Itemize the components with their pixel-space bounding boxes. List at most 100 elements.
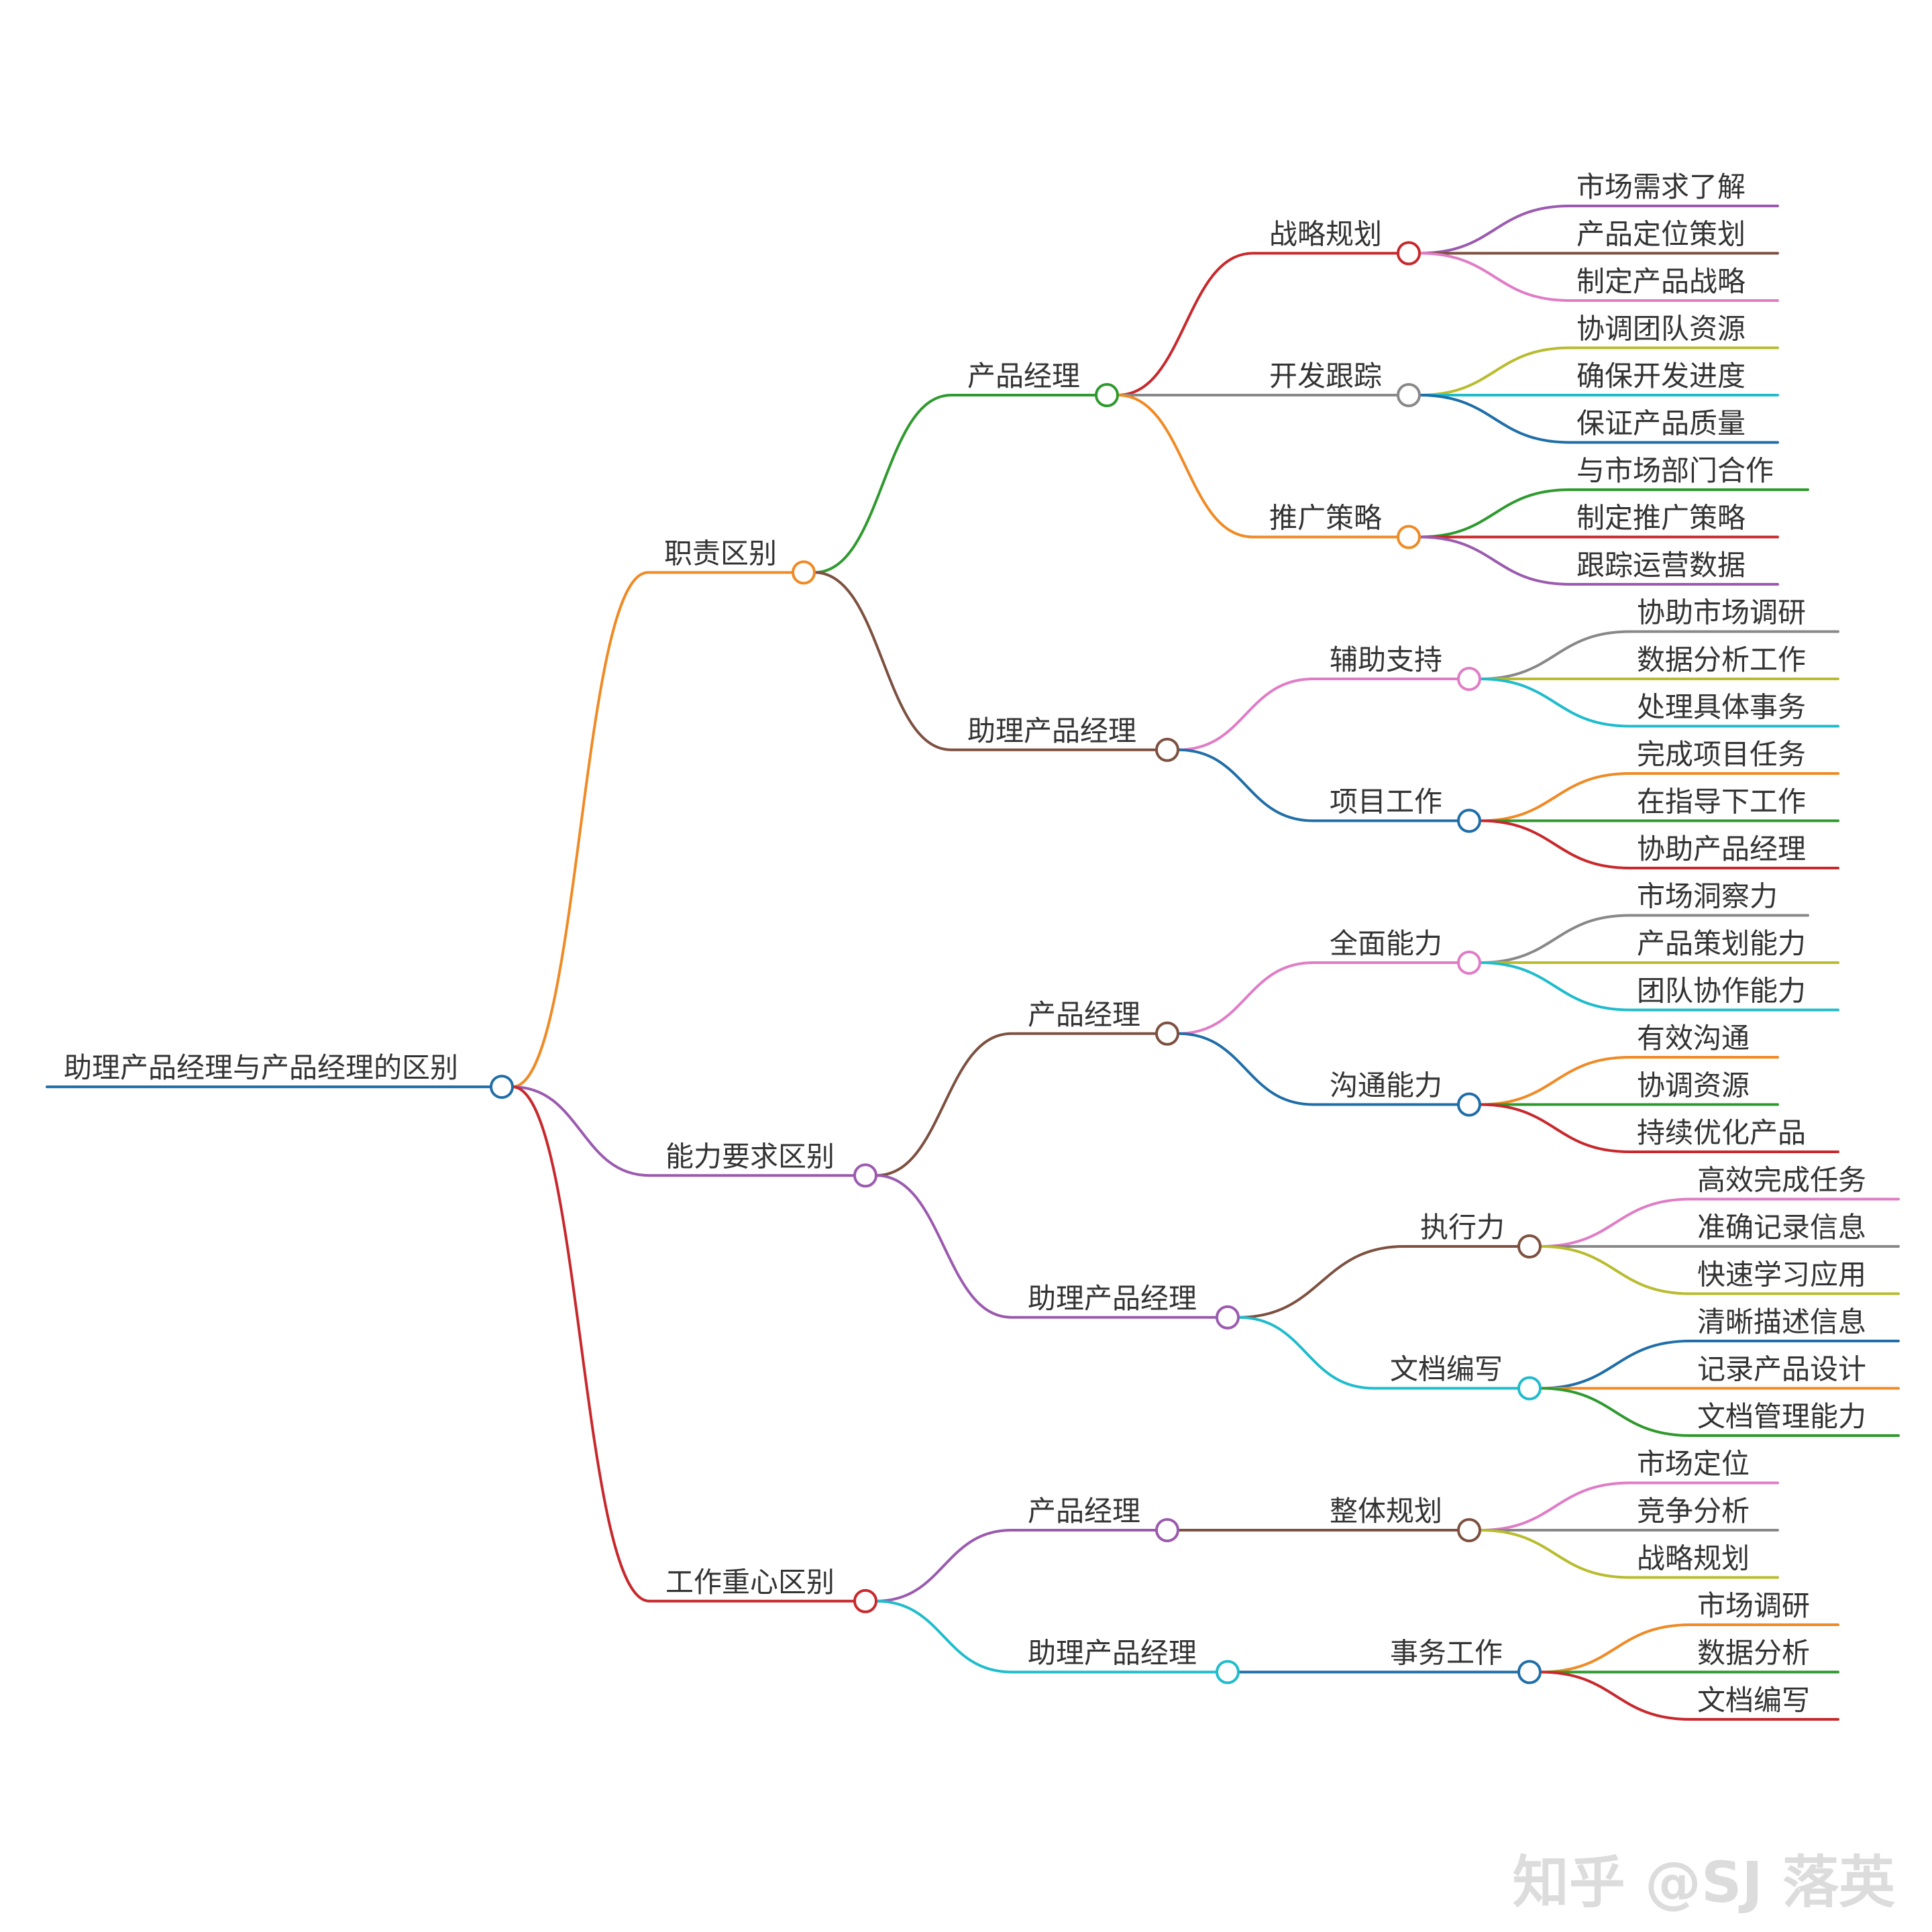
node-label-19: 项目工作	[1330, 786, 1442, 818]
leaf-label-20: 完成项目任务	[1637, 738, 1806, 771]
leaf-label-31: 协调资源	[1637, 1069, 1750, 1102]
edge-24	[875, 1032, 1158, 1177]
node-circle-34[interactable]	[1517, 1234, 1542, 1258]
edge-48	[875, 1599, 1218, 1674]
edge-leaf-7	[1418, 346, 1779, 396]
node-label-48: 助理产品经理	[1028, 1637, 1197, 1670]
node-circle-25[interactable]	[1457, 951, 1481, 975]
leaf-label-26: 市场洞察力	[1637, 880, 1778, 913]
edge-23	[511, 1085, 856, 1177]
edge-leaf-35	[1539, 1197, 1900, 1248]
node-circle-43[interactable]	[1155, 1518, 1179, 1542]
node-circle-44[interactable]	[1457, 1518, 1481, 1542]
leaf-label-21: 在指导下工作	[1637, 786, 1806, 818]
leaf-label-39: 清晰描述信息	[1697, 1305, 1866, 1338]
node-circle-29[interactable]	[1457, 1092, 1481, 1117]
node-circle-24[interactable]	[1155, 1021, 1179, 1046]
edge-33	[875, 1174, 1218, 1319]
edge-14	[813, 571, 1158, 751]
edge-29	[1177, 1032, 1460, 1106]
edge-1	[813, 394, 1097, 574]
edge-leaf-52	[1539, 1670, 1839, 1721]
leaf-label-28: 团队协作能力	[1637, 975, 1806, 1008]
node-label-43: 产品经理	[1028, 1495, 1140, 1527]
mind-map-edges	[46, 205, 1900, 1721]
node-label-14: 助理产品经理	[967, 714, 1136, 747]
edge-leaf-50	[1539, 1623, 1839, 1674]
node-circle-2[interactable]	[1397, 241, 1421, 266]
node-circle-38[interactable]	[1517, 1376, 1542, 1401]
node-circle-1[interactable]	[1095, 383, 1119, 407]
edge-19	[1177, 748, 1460, 822]
leaf-label-17: 数据分析工作	[1637, 643, 1806, 676]
leaf-label-51: 数据分析	[1697, 1637, 1810, 1670]
leaf-label-9: 保证产品质量	[1576, 407, 1746, 440]
node-circle-48[interactable]	[1216, 1660, 1240, 1684]
edge-10	[1116, 394, 1399, 539]
leaf-label-16: 协助市场调研	[1637, 596, 1806, 629]
leaf-label-32: 持续优化产品	[1637, 1116, 1806, 1149]
leaf-label-41: 文档管理能力	[1697, 1400, 1866, 1433]
node-circle-42[interactable]	[853, 1589, 877, 1613]
edge-leaf-22	[1479, 819, 1839, 869]
edge-leaf-28	[1479, 961, 1839, 1012]
node-label-24: 产品经理	[1028, 998, 1140, 1031]
leaf-label-3: 市场需求了解	[1576, 170, 1746, 203]
edge-42	[511, 1085, 856, 1603]
leaf-label-27: 产品策划能力	[1637, 927, 1806, 960]
node-circle-33[interactable]	[1216, 1305, 1240, 1330]
edge-43	[875, 1529, 1158, 1603]
node-label-38: 文档编写	[1390, 1353, 1503, 1386]
edge-leaf-37	[1539, 1245, 1900, 1295]
leaf-label-12: 制定推广策略	[1576, 502, 1746, 535]
node-label-6: 开发跟踪	[1269, 360, 1382, 392]
edge-leaf-16	[1479, 630, 1839, 680]
node-circle-23[interactable]	[853, 1163, 877, 1188]
node-label-10: 推广策略	[1269, 502, 1382, 535]
edge-leaf-9	[1418, 394, 1779, 444]
edge-leaf-11	[1418, 488, 1809, 539]
leaf-label-36: 准确记录信息	[1697, 1211, 1866, 1244]
node-circle-14[interactable]	[1155, 737, 1179, 762]
node-label-42: 工作重心区别	[665, 1566, 835, 1599]
node-label-23: 能力要求区别	[665, 1140, 835, 1173]
edge-leaf-45	[1479, 1481, 1779, 1532]
node-label-49: 事务工作	[1390, 1637, 1503, 1670]
edge-leaf-41	[1539, 1387, 1900, 1437]
watermark: 知乎 @SJ 落英	[1513, 1849, 1896, 1915]
edge-leaf-39	[1539, 1340, 1900, 1390]
leaf-label-13: 跟踪运营数据	[1576, 549, 1746, 582]
leaf-label-22: 协助产品经理	[1637, 833, 1806, 865]
node-circle-6[interactable]	[1397, 383, 1421, 407]
edge-0	[511, 571, 794, 1089]
node-label-15: 辅助支持	[1330, 643, 1442, 676]
root-node[interactable]	[490, 1075, 514, 1099]
leaf-label-7: 协调团队资源	[1576, 313, 1746, 345]
node-circle-49[interactable]	[1517, 1660, 1542, 1684]
edge-25	[1177, 961, 1460, 1035]
leaf-label-52: 文档编写	[1697, 1684, 1810, 1717]
node-circle-0[interactable]	[792, 560, 816, 585]
edge-leaf-18	[1479, 678, 1839, 728]
node-label-44: 整体规划	[1330, 1495, 1442, 1527]
leaf-label-47: 战略规划	[1637, 1542, 1750, 1575]
node-label-1: 产品经理	[967, 360, 1080, 392]
edge-leaf-47	[1479, 1529, 1779, 1579]
node-circle-19[interactable]	[1457, 808, 1481, 833]
edge-2	[1116, 252, 1399, 396]
leaf-label-4: 产品定位策划	[1576, 218, 1746, 251]
edge-leaf-3	[1418, 205, 1779, 255]
leaf-label-8: 确保开发进度	[1576, 360, 1746, 392]
node-circle-15[interactable]	[1457, 667, 1481, 691]
leaf-label-37: 快速学习应用	[1697, 1258, 1866, 1291]
edge-leaf-5	[1418, 252, 1779, 302]
leaf-label-46: 竞争分析	[1637, 1495, 1750, 1527]
node-label-0: 职责区别	[664, 537, 777, 570]
node-label-25: 全面能力	[1330, 927, 1442, 960]
leaf-label-11: 与市场部门合作	[1576, 454, 1774, 487]
root-label: 助理产品经理与产品经理的区别	[64, 1051, 458, 1084]
edge-leaf-32	[1479, 1103, 1839, 1153]
edge-leaf-26	[1479, 914, 1809, 964]
node-circle-10[interactable]	[1397, 525, 1421, 549]
